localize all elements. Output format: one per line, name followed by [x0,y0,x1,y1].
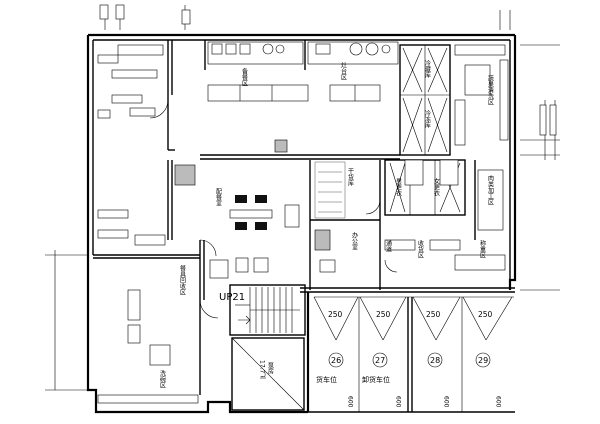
space-26-depth: 600 [347,396,354,408]
space-29-depth: 600 [495,396,502,408]
stair-label: UP21 [219,292,245,303]
space-29-number: 29 [478,356,488,365]
pump-room-name: 泵房 [267,362,274,375]
label-veg-wash: 蔬果清洗区 [487,74,494,105]
room-labels: 备餐区 灶台区 冷藏库 冷冻库 蔬果清洗区 肉类加工区 办公室 收货区 称重区 … [159,59,494,388]
label-pass: 通道 [385,239,392,253]
space-27-width: 250 [376,310,391,319]
pump-room: 泵房 17.7㎡ [231,337,305,411]
parking-left-label: 货车位 [316,375,337,384]
space-27-depth: 600 [395,396,402,408]
label-cold-storage: 冷藏库 [424,59,431,79]
interior-walls [93,40,476,411]
space-27-number: 27 [375,356,385,365]
label-male-changing: 男更衣 [395,178,402,197]
space-28-depth: 600 [443,396,450,408]
label-weighing: 称重区 [479,239,486,258]
outer-walls [86,33,517,414]
label-dish-return: 餐具回收区 [179,264,186,295]
label-stove-area: 灶台区 [340,61,347,80]
label-staff-canteen: 配餐室 [215,188,222,206]
label-freezer: 冷冻库 [424,109,431,129]
label-meat-process: 肉类加工区 [487,174,494,205]
top-marks [99,4,511,30]
left-marks [45,250,88,391]
pump-room-area: 17.7㎡ [259,360,266,380]
space-28-number: 28 [430,356,440,365]
label-receiving: 收货区 [417,239,424,258]
label-dry-store: 干货库 [347,168,354,187]
space-26-number: 26 [331,356,341,365]
label-dish-area: 备餐区 [241,67,248,86]
space-28-width: 250 [426,310,441,319]
right-marks [520,44,560,291]
parking-area: 250 250 250 250 26 27 28 29 货车位 卸货车位 600… [306,292,515,413]
space-26-width: 250 [328,310,343,319]
stair: UP21 [219,287,300,333]
parking-right-label: 卸货车位 [362,375,390,384]
label-office: 办公室 [351,231,358,250]
doors [149,99,398,319]
label-wash-area: 洗碗区 [159,369,166,388]
kitchen-equipment [97,41,509,404]
space-29-width: 250 [478,310,493,319]
label-female-changing: 女更衣 [433,177,440,197]
